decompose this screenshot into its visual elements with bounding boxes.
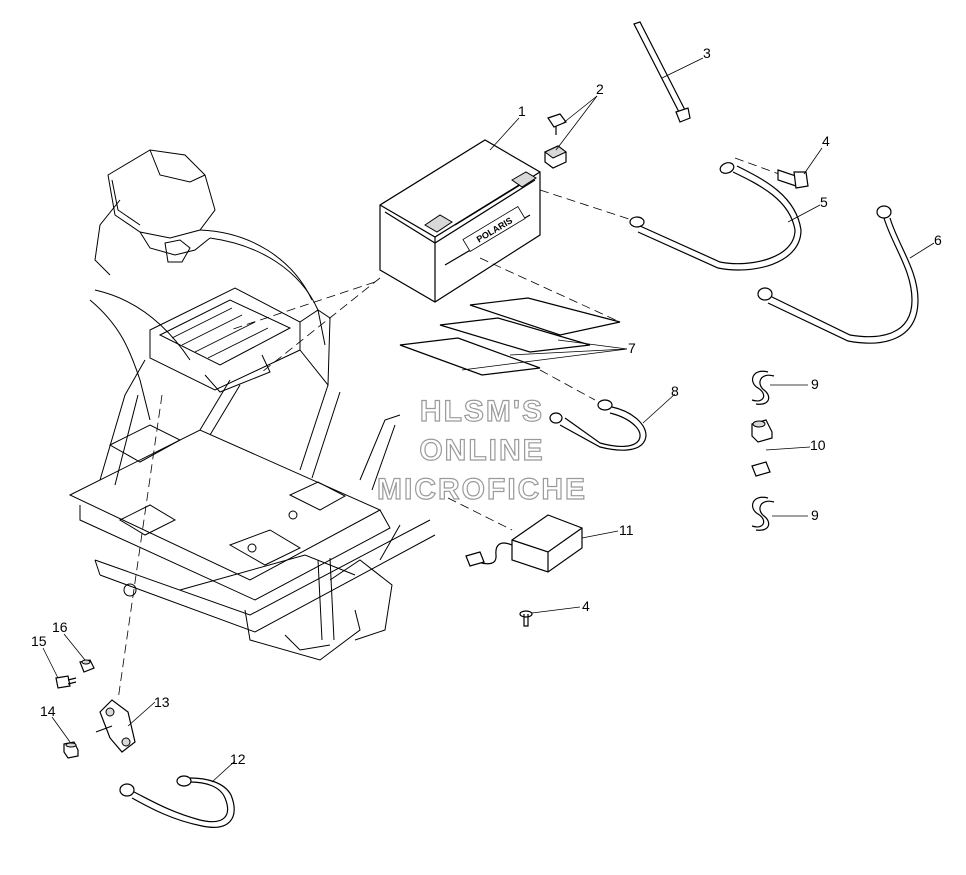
callout-4-upper: 4 (822, 133, 830, 149)
spacer-set (751, 419, 773, 477)
callout-16: 16 (52, 619, 68, 635)
clip-upper (751, 370, 775, 405)
battery-terminal-hardware (544, 113, 567, 169)
battery-hold-down-rod (633, 21, 691, 123)
callout-labels: 1 2 3 4 5 6 7 8 9 10 9 11 4 12 13 14 15 … (31, 45, 942, 767)
callout-15: 15 (31, 633, 47, 649)
negative-battery-cable (757, 205, 919, 344)
clip-lower (751, 496, 775, 531)
callout-12: 12 (230, 751, 246, 767)
callout-2: 2 (596, 81, 604, 97)
watermark-line-2: ONLINE (419, 434, 544, 467)
callout-9-lower: 9 (811, 507, 819, 523)
screw-lower (519, 610, 533, 627)
callout-5: 5 (820, 194, 828, 210)
cable-clamp (95, 699, 136, 753)
callout-14: 14 (40, 703, 56, 719)
callout-9-upper: 9 (811, 376, 819, 392)
callout-1: 1 (518, 103, 526, 119)
nut-14 (63, 741, 79, 759)
callout-8: 8 (671, 383, 679, 399)
callout-3: 3 (703, 45, 711, 61)
cable-bolt-upper (777, 169, 809, 189)
positive-battery-cable (629, 162, 802, 271)
ground-cable (549, 399, 647, 451)
voltage-regulator (465, 514, 583, 573)
callout-11: 11 (619, 522, 634, 538)
nut-16 (79, 659, 95, 673)
watermark-line-1: HLSM'S (420, 395, 544, 428)
callout-7: 7 (628, 340, 636, 356)
callout-6: 6 (934, 232, 942, 248)
callout-10: 10 (810, 437, 826, 453)
leader-lines (42, 57, 935, 783)
decal-set (399, 297, 621, 376)
bolt-15 (55, 675, 77, 689)
watermark-line-3: MICROFICHE (377, 473, 587, 506)
engine-ground-cable (119, 775, 235, 828)
battery: POLARIS (379, 139, 541, 303)
vehicle-frame (68, 149, 436, 701)
callout-13: 13 (154, 694, 170, 710)
watermark: HLSM'S ONLINE MICROFICHE (376, 394, 587, 506)
callout-4-lower: 4 (582, 598, 590, 614)
